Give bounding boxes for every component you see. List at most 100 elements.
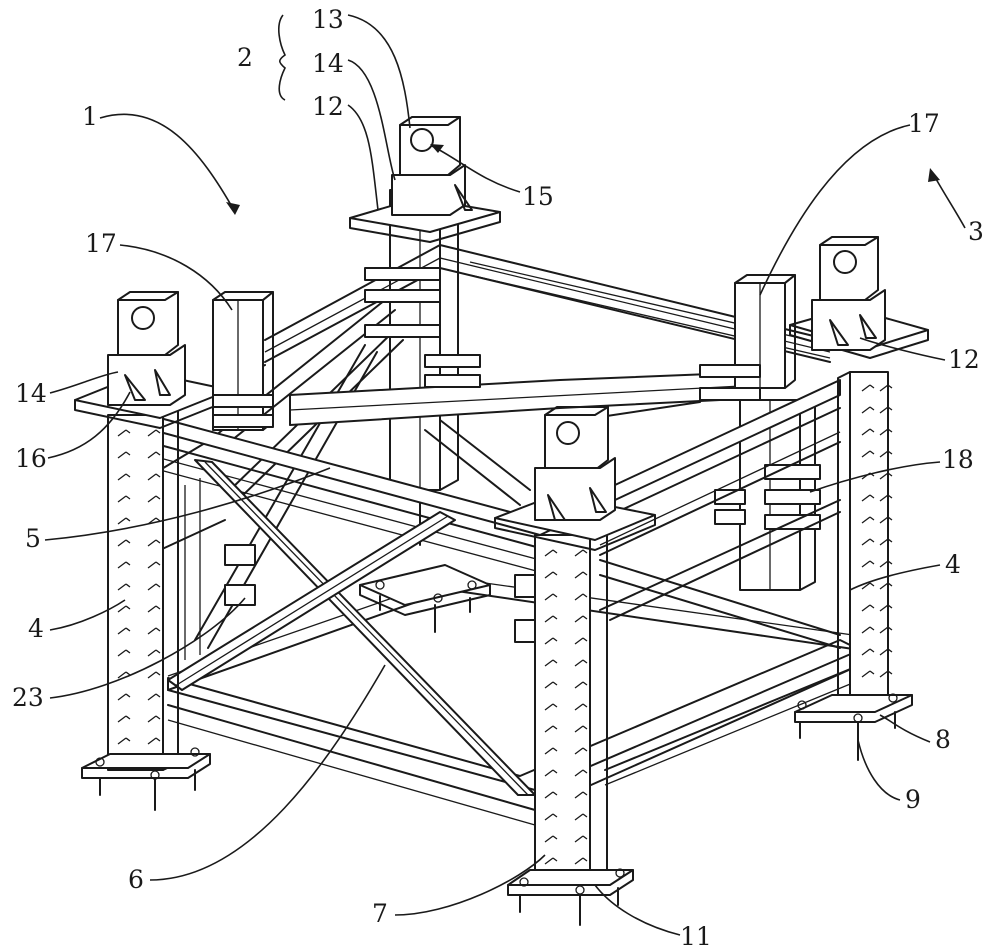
bolt-slot	[861, 450, 875, 458]
bolt-slot	[117, 473, 131, 481]
bolt-slot	[147, 583, 161, 591]
label-15: 15	[522, 182, 554, 211]
bolt-slot	[861, 582, 875, 590]
bolt-slot	[117, 715, 131, 723]
bolt-slot	[879, 604, 893, 612]
label-1: 1	[82, 102, 98, 131]
bolt-slot	[117, 693, 131, 701]
bolt-slot	[879, 582, 893, 590]
column-front-left	[81, 407, 211, 811]
label-17-right: 17	[908, 109, 940, 138]
bolt-slot	[574, 857, 588, 865]
bolt-slot	[147, 605, 161, 613]
label-12-right: 12	[948, 345, 980, 374]
label-12-top: 12	[312, 92, 344, 121]
bolt-slot	[574, 725, 588, 733]
bolt-slot	[574, 681, 588, 689]
label-3: 3	[968, 217, 984, 246]
bolt-slot	[117, 583, 131, 591]
bolt-slot	[147, 737, 161, 745]
bolt-slot	[544, 571, 558, 579]
bolt-slot	[117, 671, 131, 679]
bolt-slot	[861, 494, 875, 502]
bolt-slot	[861, 516, 875, 524]
bolt-slot	[574, 769, 588, 777]
bolt-slot	[544, 857, 558, 865]
bolt-slot	[861, 560, 875, 568]
bolt-slot	[861, 538, 875, 546]
bolt-slot	[147, 539, 161, 547]
column-rear-right	[794, 371, 913, 761]
bolt-slot	[544, 791, 558, 799]
leader-lines	[44, 14, 966, 936]
bolt-slot	[117, 627, 131, 635]
label-2: 2	[237, 43, 253, 72]
bolt-slot	[147, 561, 161, 569]
bolt-slot	[147, 429, 161, 437]
bolt-slot	[147, 693, 161, 701]
label-4-right: 4	[945, 550, 961, 579]
bolt-slot	[879, 472, 893, 480]
bolt-slot	[147, 649, 161, 657]
bolt-slot	[117, 451, 131, 459]
bolt-slot	[147, 473, 161, 481]
bolt-slot	[574, 637, 588, 645]
bolt-slot	[544, 835, 558, 843]
label-23: 23	[12, 683, 44, 712]
label-8: 8	[935, 725, 951, 754]
bolt-slot	[574, 659, 588, 667]
label-13: 13	[312, 5, 344, 34]
label-5: 5	[25, 524, 41, 553]
bolt-slot	[544, 747, 558, 755]
bolt-slot	[117, 495, 131, 503]
bolt-slot	[544, 703, 558, 711]
bolt-slot	[117, 517, 131, 525]
bolt-slot	[861, 626, 875, 634]
bolt-slot	[544, 615, 558, 623]
bolt-slot	[574, 791, 588, 799]
bolt-slot	[544, 813, 558, 821]
bolt-slot	[544, 725, 558, 733]
bolt-slot	[879, 648, 893, 656]
bolt-slot	[147, 627, 161, 635]
label-11: 11	[680, 922, 712, 951]
bolt-slot	[147, 451, 161, 459]
bolt-slot	[879, 626, 893, 634]
bolt-slot	[544, 769, 558, 777]
label-16: 16	[15, 444, 47, 473]
bolt-slot	[879, 516, 893, 524]
right-rear-column	[714, 391, 821, 591]
bolt-slot	[861, 428, 875, 436]
column-front	[507, 526, 634, 926]
label-9: 9	[905, 785, 921, 814]
bolt-slot	[117, 605, 131, 613]
bolt-slot	[147, 715, 161, 723]
bolt-slot	[544, 681, 558, 689]
bolt-slot	[147, 671, 161, 679]
bolt-slot	[574, 571, 588, 579]
bolt-slot	[879, 538, 893, 546]
bolt-slot	[574, 703, 588, 711]
bolt-slot	[574, 593, 588, 601]
support-posts	[212, 267, 796, 606]
bolt-slot	[117, 561, 131, 569]
label-6: 6	[128, 865, 144, 894]
bolt-slot	[544, 549, 558, 557]
bolt-slot	[147, 495, 161, 503]
label-4-left: 4	[28, 614, 44, 643]
bolt-slot	[574, 615, 588, 623]
part-labels: 1 2 13 14 12 15 17 17 3 14 12 16 18 5 4 …	[12, 5, 984, 951]
bolt-slot	[544, 593, 558, 601]
label-7: 7	[372, 899, 388, 928]
bolt-slot	[574, 813, 588, 821]
bolt-slot	[117, 539, 131, 547]
bolt-slot	[574, 549, 588, 557]
bolt-slot	[574, 747, 588, 755]
bolt-slot	[117, 737, 131, 745]
column-bolt-slots	[117, 384, 893, 865]
bolt-slot	[544, 659, 558, 667]
label-14-left: 14	[15, 379, 47, 408]
bolt-slot	[861, 604, 875, 612]
bolt-slot	[861, 648, 875, 656]
